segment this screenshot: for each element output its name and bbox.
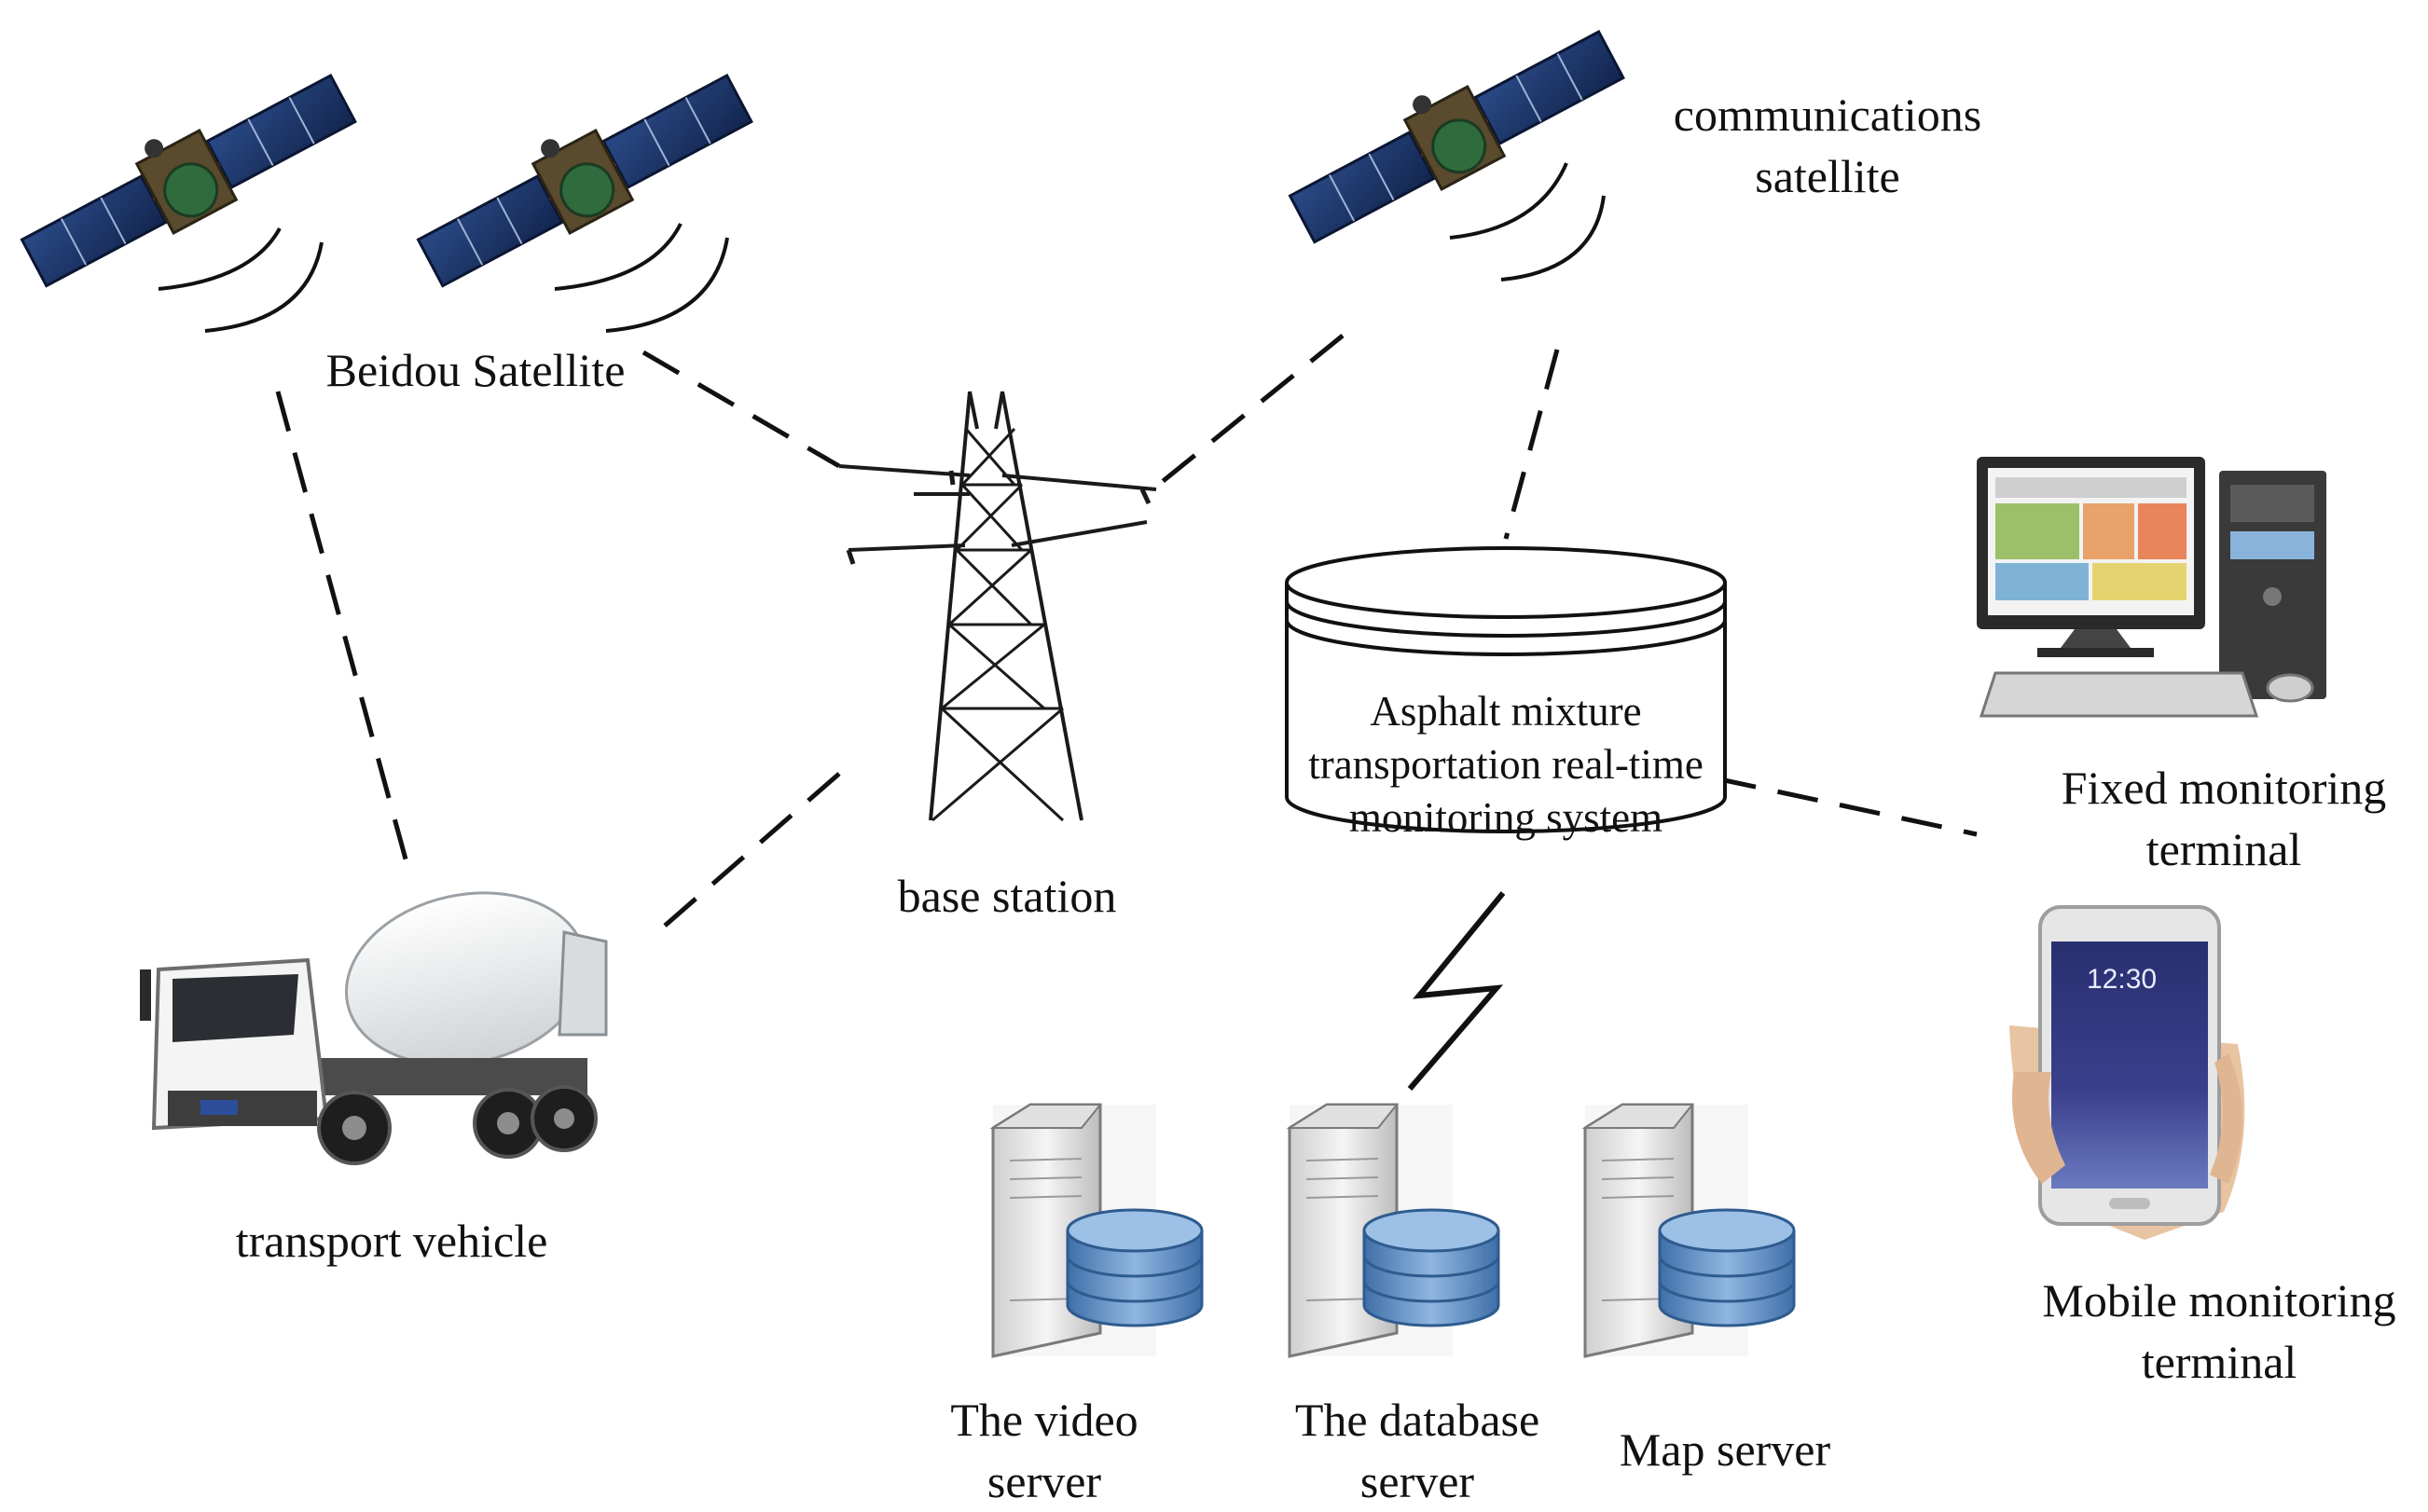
communications-satellite-label: communications satellite xyxy=(1673,89,1982,202)
database-server-icon xyxy=(1286,1103,1500,1358)
video-server-label: The video server xyxy=(950,1394,1138,1507)
wireless-link-icon xyxy=(1407,891,1506,1091)
link-beidou-basestation xyxy=(641,350,841,469)
phone-clock-text: 12:30 xyxy=(2087,964,2157,995)
signal-waves-icon xyxy=(1449,162,1606,282)
map-server-label: Map server xyxy=(1619,1423,1831,1476)
link-beidou-vehicle xyxy=(275,391,413,877)
transport-vehicle-icon xyxy=(140,891,608,1165)
fixed-terminal-computer-icon xyxy=(1977,457,2326,718)
mobile-terminal-label: Mobile monitoring terminal xyxy=(2042,1274,2396,1388)
base-station-tower-icon xyxy=(838,391,1157,822)
fixed-terminal-label: Fixed monitoring terminal xyxy=(2061,762,2387,875)
mobile-terminal-phone-icon: 12:30 xyxy=(2009,905,2245,1240)
beidou-satellite-icon xyxy=(416,74,753,288)
map-server-icon xyxy=(1581,1103,1796,1358)
link-commsat-system xyxy=(1503,349,1560,540)
beidou-satellite-label: Beidou Satellite xyxy=(325,344,626,396)
transport-vehicle-label: transport vehicle xyxy=(235,1215,548,1267)
communications-satellite-icon xyxy=(1288,30,1625,244)
video-server-icon xyxy=(989,1103,1204,1358)
connection-lines xyxy=(275,334,1978,934)
link-basestation-vehicle xyxy=(655,772,841,934)
link-system-fixed-terminal xyxy=(1715,776,1978,837)
database-server-label: The database server xyxy=(1294,1394,1540,1507)
monitoring-system-database-icon xyxy=(1285,546,1727,833)
beidou-satellite-icon xyxy=(20,74,357,288)
link-commsat-basestation xyxy=(1154,334,1345,488)
base-station-label: base station xyxy=(897,870,1117,922)
signal-waves-icon xyxy=(554,223,729,333)
monitoring-system-label: Asphalt mixture transportation real-time… xyxy=(1308,688,1704,841)
signal-waves-icon xyxy=(158,227,324,333)
